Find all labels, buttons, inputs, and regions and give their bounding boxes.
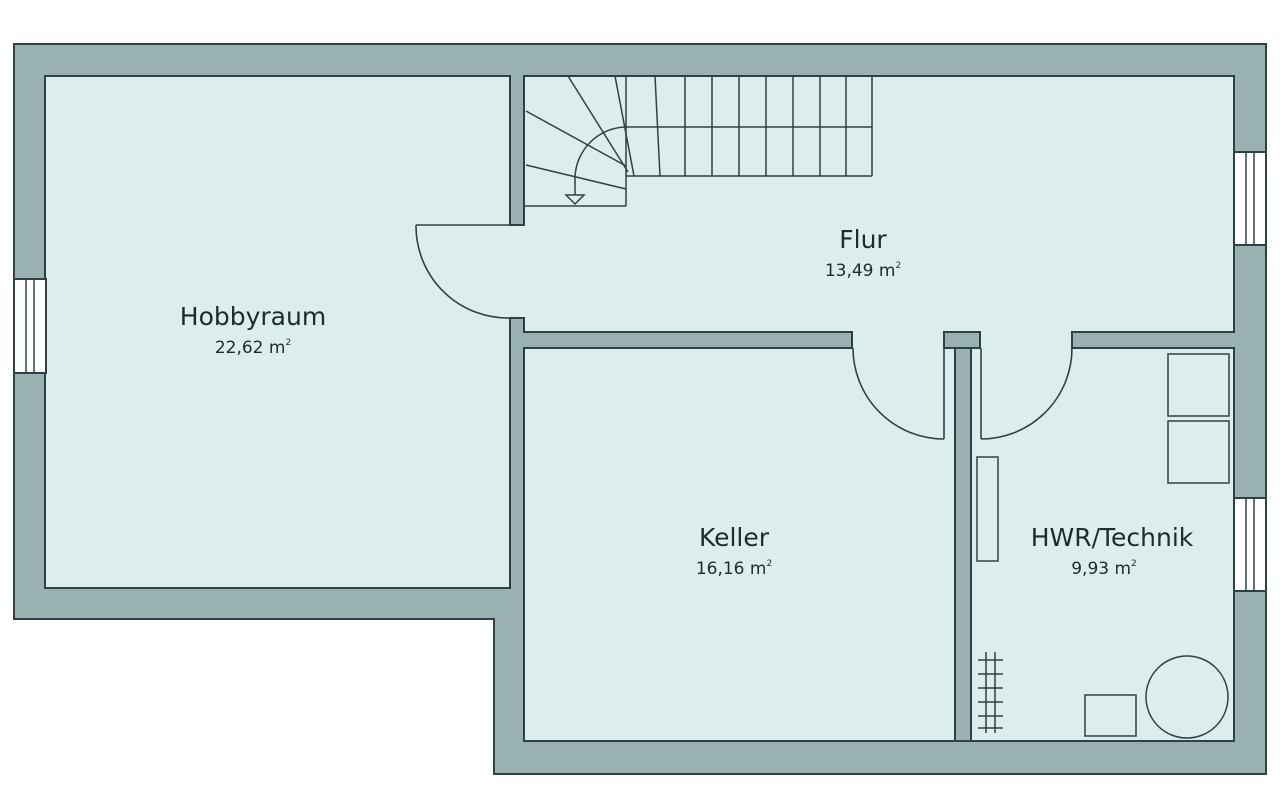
- staircase: [524, 75, 873, 207]
- hobbyraum-label: Hobbyraum: [180, 302, 326, 331]
- hobbyraum-area: 22,62 m2: [215, 338, 291, 358]
- window-right-top: [1233, 151, 1267, 246]
- door-hobbyraum: [415, 224, 511, 319]
- hwr-equipment: [976, 353, 1230, 739]
- dryer: [1167, 420, 1230, 484]
- keller-label: Keller: [699, 523, 770, 552]
- door-hwr: [980, 347, 1073, 440]
- hwr-label: HWR/Technik: [1031, 523, 1194, 552]
- hwr-area: 9,93 m2: [1071, 559, 1137, 579]
- tank: [1145, 655, 1229, 739]
- doors: [415, 224, 1073, 440]
- keller-floor: [523, 347, 956, 742]
- hwr-door-opening: [981, 330, 1071, 350]
- hobbyraum-floor: [44, 75, 511, 589]
- partition-stub: [943, 331, 981, 349]
- wall-cabinet: [976, 456, 999, 562]
- washer: [1167, 353, 1230, 417]
- box: [1084, 694, 1137, 737]
- room-floors: [44, 75, 1235, 742]
- window-left: [13, 278, 47, 374]
- door-keller: [852, 347, 945, 440]
- flur-label: Flur: [839, 225, 887, 254]
- flur-area: 13,49 m2: [825, 261, 901, 281]
- partition-keller-hwr: [954, 331, 972, 742]
- window-right-bottom: [1233, 497, 1267, 592]
- keller-door-opening: [853, 330, 943, 350]
- keller-area: 16,16 m2: [696, 559, 772, 579]
- hobby-door-opening: [500, 226, 526, 317]
- room-labels: Hobbyraum 22,62 m2 Flur 13,49 m2 Keller …: [180, 225, 1194, 579]
- windows: [13, 151, 1267, 592]
- radiator: [978, 652, 1003, 733]
